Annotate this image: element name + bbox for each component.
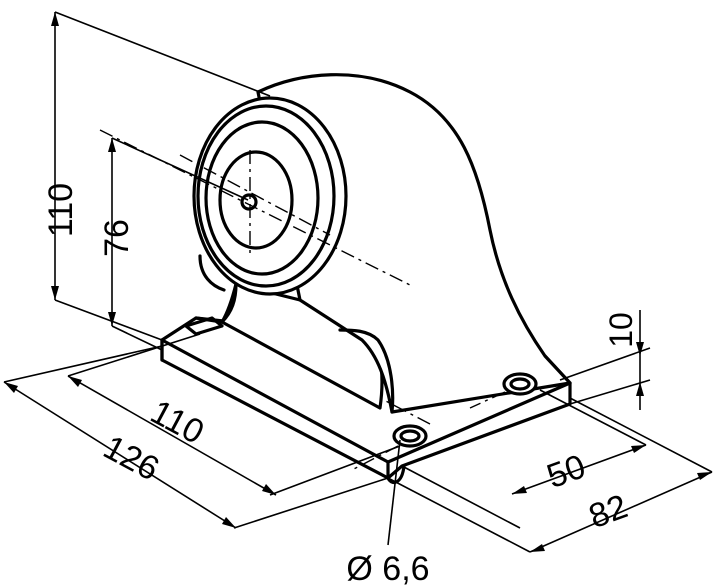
extension-lines bbox=[3, 11, 713, 553]
dimension-lines bbox=[3, 12, 713, 553]
dim-hole-spacing-length: 110 bbox=[144, 393, 210, 452]
dim-hole-spacing-width: 50 bbox=[542, 447, 591, 496]
mounting-hole-front bbox=[392, 424, 428, 448]
magnet-disc bbox=[192, 96, 348, 296]
dim-hole-diameter: Ø 6,6 bbox=[346, 550, 429, 587]
mounting-hole-rear bbox=[502, 372, 538, 396]
dim-base-length: 126 bbox=[97, 428, 165, 488]
dim-total-height: 110 bbox=[42, 183, 80, 237]
part-body bbox=[160, 73, 572, 485]
dim-base-thickness: 10 bbox=[603, 312, 639, 348]
dim-axis-height: 76 bbox=[98, 219, 136, 257]
dim-base-width: 82 bbox=[584, 487, 633, 536]
mounting-hole-left bbox=[184, 316, 224, 336]
